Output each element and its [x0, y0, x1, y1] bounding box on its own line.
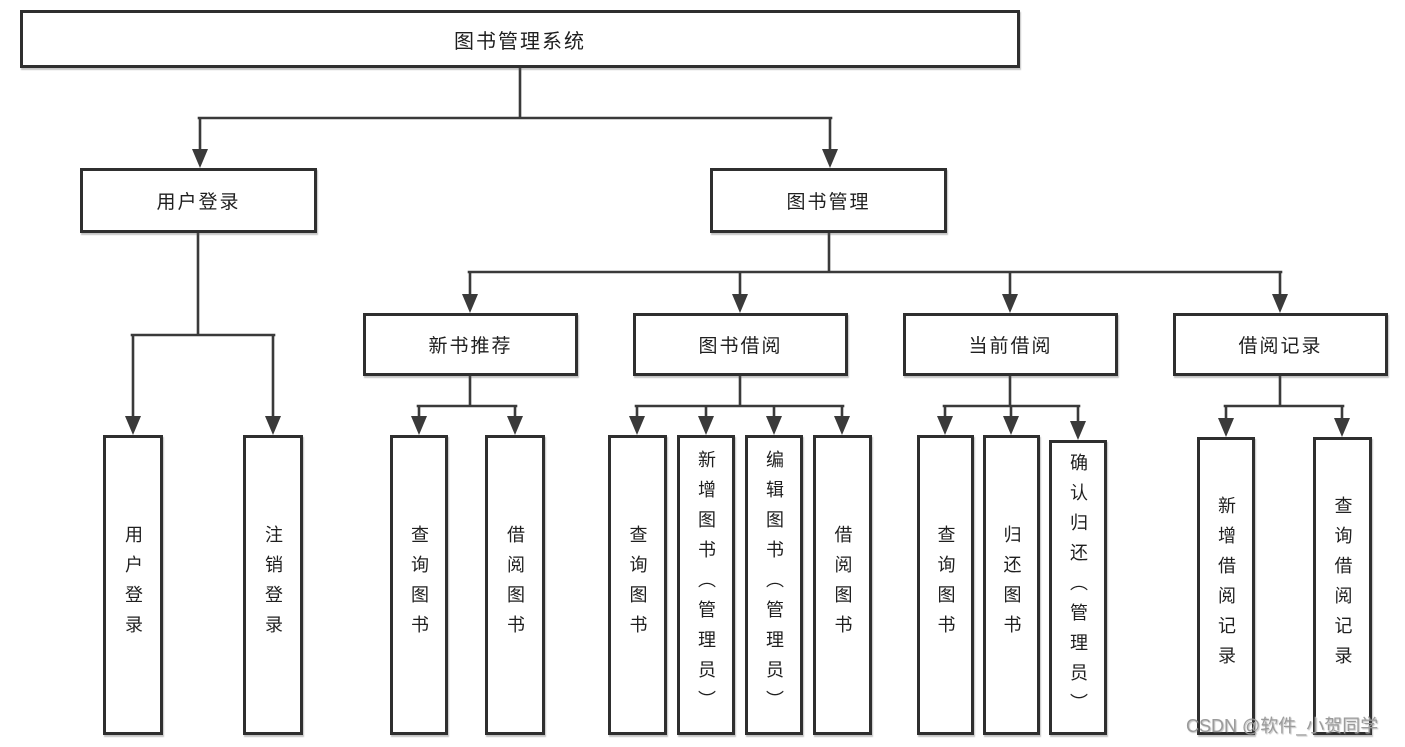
leaf-query-book-recommend-label: 查询图书 — [409, 525, 429, 645]
leaf-query-book-recommend: 查询图书 — [390, 435, 448, 735]
leaf-add-borrow-record-label: 新增借阅记录 — [1216, 496, 1236, 676]
leaf-confirm-return-admin: 确认归还（管理员） — [1049, 440, 1107, 735]
csdn-watermark: CSDN @软件_小贺同学 — [1186, 716, 1379, 736]
leaf-borrow-book-recommend: 借阅图书 — [485, 435, 545, 735]
node-library-management-system-label: 图书管理系统 — [454, 30, 586, 53]
leaf-logout: 注销登录 — [243, 435, 303, 735]
leaf-edit-book-admin: 编辑图书（管理员） — [745, 435, 803, 735]
leaf-query-borrow-record-label: 查询借阅记录 — [1332, 496, 1353, 676]
node-book-management: 图书管理 — [710, 168, 947, 233]
node-borrow-records: 借阅记录 — [1173, 313, 1388, 376]
node-book-management-label: 图书管理 — [786, 192, 871, 213]
leaf-return-book: 归还图书 — [983, 435, 1040, 735]
node-library-management-system: 图书管理系统 — [20, 10, 1020, 68]
node-current-borrow-label: 当前借阅 — [968, 336, 1053, 357]
leaf-query-book-borrow: 查询图书 — [608, 435, 667, 735]
node-user-login: 用户登录 — [80, 168, 317, 233]
leaf-borrow-book-label: 借阅图书 — [832, 525, 853, 645]
leaf-user-login-label: 用户登录 — [123, 525, 143, 645]
node-user-login-label: 用户登录 — [156, 192, 241, 213]
leaf-query-book-current: 查询图书 — [917, 435, 974, 735]
node-new-book-recommend-label: 新书推荐 — [428, 336, 513, 357]
leaf-edit-book-admin-label: 编辑图书（管理员） — [764, 450, 784, 720]
node-borrow-records-label: 借阅记录 — [1238, 336, 1323, 357]
leaf-user-login: 用户登录 — [103, 435, 163, 735]
leaf-return-book-label: 归还图书 — [1001, 525, 1022, 645]
leaf-add-book-admin: 新增图书（管理员） — [677, 435, 735, 735]
leaf-query-borrow-record: 查询借阅记录 — [1313, 437, 1372, 735]
leaf-confirm-return-admin-label: 确认归还（管理员） — [1068, 452, 1088, 723]
leaf-query-book-current-label: 查询图书 — [935, 525, 956, 645]
node-book-borrow: 图书借阅 — [633, 313, 848, 376]
leaf-borrow-book: 借阅图书 — [813, 435, 872, 735]
node-current-borrow: 当前借阅 — [903, 313, 1118, 376]
leaf-borrow-book-recommend-label: 借阅图书 — [505, 525, 525, 645]
node-new-book-recommend: 新书推荐 — [363, 313, 578, 376]
leaf-add-borrow-record: 新增借阅记录 — [1197, 437, 1255, 735]
leaf-logout-label: 注销登录 — [263, 525, 283, 645]
leaf-add-book-admin-label: 新增图书（管理员） — [696, 450, 716, 720]
node-book-borrow-label: 图书借阅 — [698, 336, 783, 357]
leaf-query-book-borrow-label: 查询图书 — [627, 525, 648, 645]
